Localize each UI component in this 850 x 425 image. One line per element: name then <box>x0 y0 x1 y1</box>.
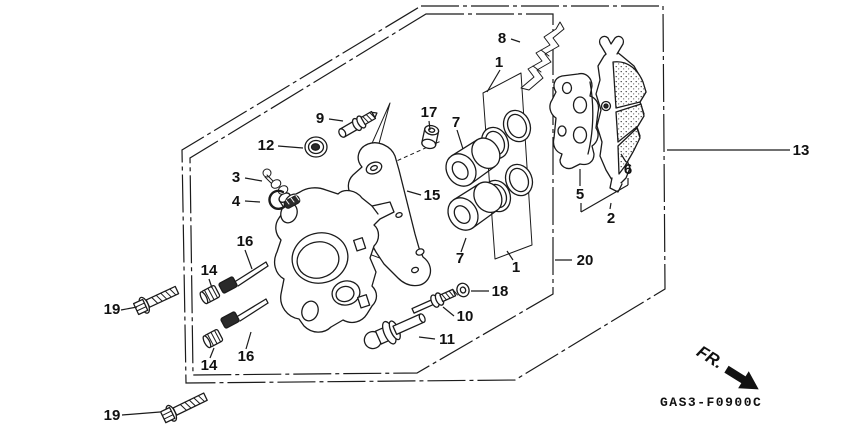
fr-direction-arrow-icon <box>724 365 759 390</box>
callout-20-label: 20 <box>577 252 594 269</box>
callout-3-label: 3 <box>232 169 240 186</box>
fr-direction-label: FR. <box>693 342 726 373</box>
brake-pad-outer <box>595 35 647 193</box>
callout-11-label: 11 <box>439 331 455 348</box>
slide-pin-upper <box>218 261 269 294</box>
leader-19a <box>120 306 138 311</box>
leader-1b <box>506 250 514 261</box>
callout-16-upper-label: 16 <box>237 233 254 250</box>
leader-2-tick <box>609 202 612 210</box>
leader-16a <box>244 249 253 270</box>
caliper-piston-upper <box>445 137 501 187</box>
retainer-clip <box>268 189 301 210</box>
outer-assembly-boundary <box>181 5 666 384</box>
caliper-piston-lower <box>447 181 503 231</box>
flange-bolt-upper <box>132 285 180 316</box>
leader-7a <box>456 129 464 150</box>
pin-boot-upper <box>199 285 221 305</box>
callout-4-label: 4 <box>232 193 241 210</box>
leader-1a <box>486 69 501 93</box>
callout-16-lower-label: 16 <box>238 348 255 365</box>
leader-17 <box>428 120 431 131</box>
callout-10-label: 10 <box>457 308 474 325</box>
callout-17-label: 17 <box>421 104 438 121</box>
leader-8 <box>510 38 521 43</box>
leader-14b <box>209 347 215 359</box>
callout-1-label: 1 <box>495 54 503 71</box>
inner-assembly-boundary <box>189 13 554 376</box>
callout-19-lower-label: 19 <box>104 407 121 424</box>
callout-2-label: 2 <box>607 210 615 227</box>
leader-19b <box>121 411 161 416</box>
pin-bolt-small <box>411 288 458 314</box>
leader-9 <box>328 118 344 122</box>
leader-16b <box>245 331 252 350</box>
bleed-valve <box>338 110 378 138</box>
callout-6-label: 6 <box>624 161 632 178</box>
leader-6-up <box>620 153 627 163</box>
callout-12-label: 12 <box>258 137 275 154</box>
brake-pad-inner <box>549 72 600 170</box>
bleed-valve-boot <box>304 136 328 158</box>
callout-19-upper-label: 19 <box>104 301 121 318</box>
leader-3 <box>244 177 263 182</box>
flange-bolt-lower <box>159 392 208 424</box>
leader-11 <box>418 336 436 340</box>
callout-1-lower-label: 1 <box>512 259 520 276</box>
leader-7b <box>460 237 467 253</box>
callout-13-label: 13 <box>793 142 810 159</box>
callout-7-lower-label: 7 <box>456 250 464 267</box>
callout-8-label: 8 <box>498 30 506 47</box>
callout-14-upper-label: 14 <box>201 262 218 279</box>
callout-15-label: 15 <box>424 187 441 204</box>
sealing-washer <box>456 282 470 298</box>
pin-boot-lower <box>202 329 224 349</box>
callout-labels: 8 1 17 9 12 7 15 3 4 5 6 2 13 20 1 7 18 … <box>104 30 810 424</box>
callout-5-label: 5 <box>576 186 584 203</box>
callout-7-upper-label: 7 <box>452 114 460 131</box>
bleed-valve-cap <box>421 124 440 150</box>
leader-lines <box>120 38 790 416</box>
callout-9-label: 9 <box>316 110 324 127</box>
leader-15 <box>406 190 422 196</box>
bleed-screw <box>262 168 289 195</box>
pad-spring <box>520 21 565 91</box>
leader-10 <box>442 306 455 317</box>
leader-14a <box>208 278 213 289</box>
slide-pin-lower <box>220 298 269 329</box>
fr-direction-marker: FR. <box>693 342 759 390</box>
leader-4 <box>244 200 261 203</box>
callout-14-lower-label: 14 <box>201 357 218 374</box>
pin-bolt-large <box>363 313 426 350</box>
brake-caliper-body <box>273 187 395 333</box>
callout-18-label: 18 <box>492 283 509 300</box>
diagram-code: GAS3-F0900C <box>660 395 762 410</box>
leader-12 <box>277 145 304 149</box>
group-line-2 <box>580 184 629 213</box>
